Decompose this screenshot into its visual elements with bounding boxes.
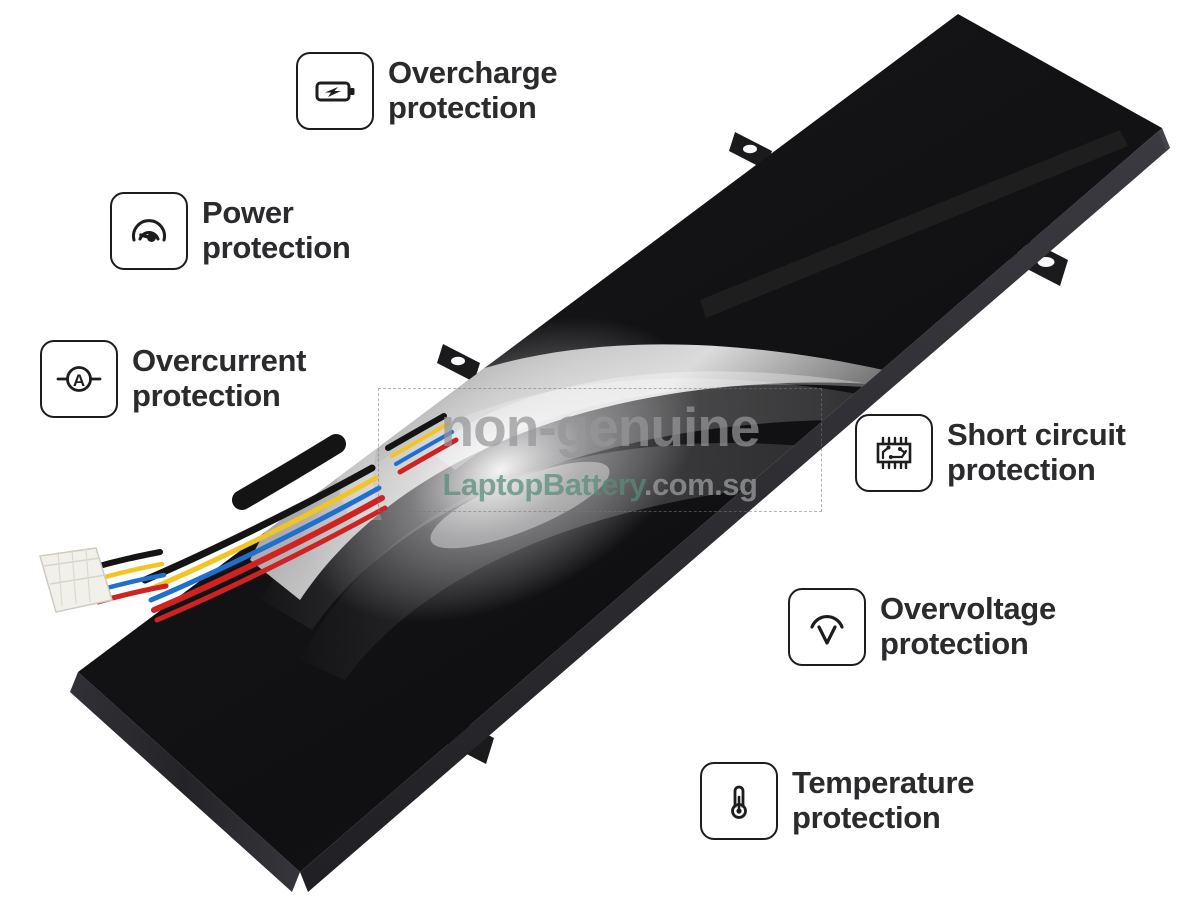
gauge-icon — [132, 219, 166, 242]
callout-short-circuit: Short circuit protection — [855, 414, 1126, 492]
ammeter-icon: A — [56, 366, 102, 392]
callout-temperature-label: Temperature protection — [792, 765, 975, 835]
voltmeter-icon — [810, 614, 844, 645]
callout-short-circuit-line1: Short circuit — [947, 417, 1126, 453]
thermometer-icon — [731, 785, 747, 819]
callout-overcurrent-label: Overcurrent protection — [132, 343, 307, 413]
callout-overcharge-label: Overcharge protection — [388, 55, 558, 125]
voltmeter-icon-box — [788, 588, 866, 666]
battery-bolt-icon — [315, 81, 355, 102]
ammeter-icon-box: A — [40, 340, 118, 418]
callout-overvoltage-label: Overvoltage protection — [880, 591, 1056, 661]
callout-overcharge-line1: Overcharge — [388, 55, 558, 91]
battery-bolt-icon-box — [296, 52, 374, 130]
callout-overvoltage-line2: protection — [880, 626, 1029, 661]
connector-housing — [39, 547, 113, 613]
callout-temperature-line2: protection — [792, 800, 941, 835]
callout-overvoltage: Overvoltage protection — [788, 588, 1056, 666]
battery-side-face — [70, 672, 300, 892]
battery-connector-harness — [89, 413, 459, 623]
callout-short-circuit-line2: protection — [947, 452, 1096, 487]
callout-power-label: Power protection — [202, 195, 351, 265]
callout-power-line2: protection — [202, 230, 351, 265]
chip-icon-box — [855, 414, 933, 492]
mount-tab-upper-left — [729, 132, 772, 170]
thermometer-icon-box — [700, 762, 778, 840]
callout-overcurrent: A Overcurrent protection — [40, 340, 306, 418]
callout-short-circuit-label: Short circuit protection — [947, 417, 1126, 487]
callout-power: Power protection — [110, 192, 351, 270]
callout-overcharge: Overcharge protection — [296, 52, 558, 130]
callout-power-line1: Power — [202, 195, 294, 231]
battery-end-face — [300, 128, 1170, 892]
gauge-icon-box — [110, 192, 188, 270]
callout-temperature-line1: Temperature — [792, 765, 975, 801]
callout-temperature: Temperature protection — [700, 762, 974, 840]
svg-text:A: A — [73, 371, 85, 390]
callout-overvoltage-line1: Overvoltage — [880, 591, 1056, 627]
battery-right-edge — [1158, 128, 1170, 150]
mount-tab-mid-left — [437, 344, 480, 382]
callout-overcurrent-line2: protection — [132, 378, 281, 413]
callout-overcharge-line2: protection — [388, 90, 537, 125]
chip-icon — [876, 436, 912, 470]
callout-overcurrent-line1: Overcurrent — [132, 343, 307, 379]
